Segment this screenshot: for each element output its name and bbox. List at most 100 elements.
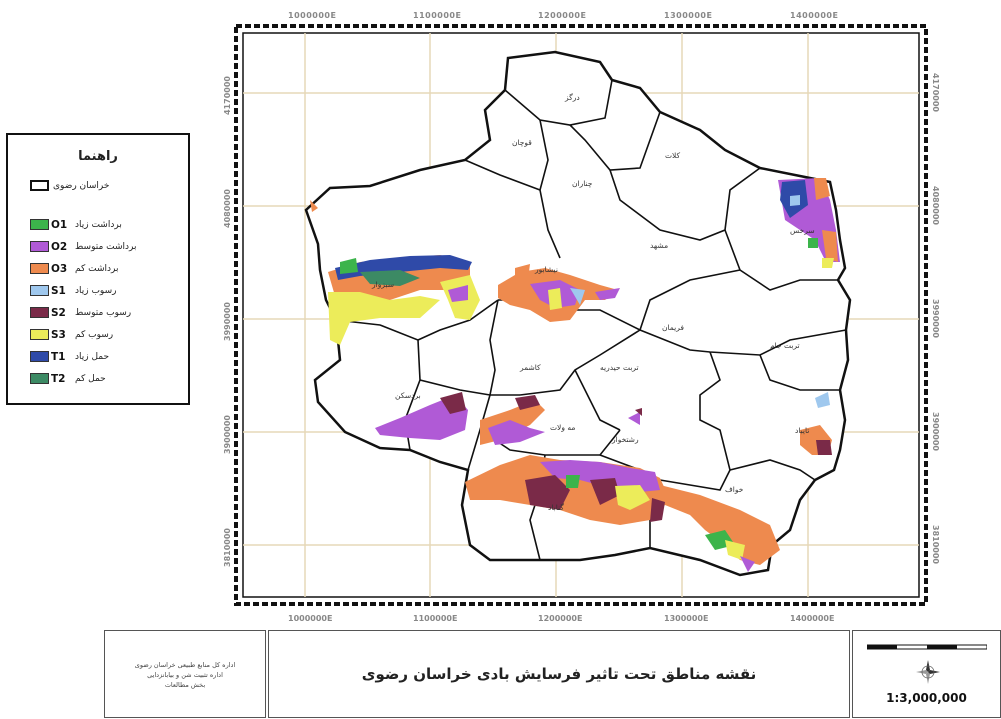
legend-code: T1 bbox=[51, 350, 66, 363]
place-label-quchan: قوچان bbox=[512, 138, 532, 147]
zone-o3-sarakhs-s bbox=[822, 230, 838, 262]
x-tick-top-2: 1100000E bbox=[413, 11, 461, 20]
x-tick-top-3: 1200000E bbox=[538, 11, 586, 20]
legend-code: S2 bbox=[51, 306, 66, 319]
y-tick-labels-right: 4170000 4080000 3990000 3900000 3810000 bbox=[931, 73, 940, 564]
zone-s3-gonabad bbox=[615, 485, 650, 510]
legend-label: حمل زیاد bbox=[75, 351, 110, 362]
x-tick-bottom-2: 1100000E bbox=[413, 614, 457, 623]
x-tick-labels-top: 1000000E 1100000E 1200000E 1300000E 1400… bbox=[288, 11, 838, 20]
zone-s2-taybad bbox=[816, 440, 832, 455]
neatline-inner bbox=[242, 32, 920, 598]
zone-s3-neyshabur bbox=[548, 288, 562, 310]
legend-code: O2 bbox=[51, 240, 68, 253]
legend-code: S3 bbox=[51, 328, 66, 341]
legend-swatch bbox=[30, 373, 49, 384]
zone-s3-sabzevar bbox=[328, 292, 440, 345]
y-tick-left-1: 4170000 bbox=[223, 76, 232, 115]
legend-code: O1 bbox=[51, 218, 68, 231]
north-arrow-icon bbox=[916, 660, 940, 684]
boundary-swatch bbox=[30, 180, 49, 191]
place-label-fariman: فریمان bbox=[662, 323, 684, 332]
place-label-sabzevar: سبزوار bbox=[371, 280, 394, 289]
legend-label: رسوب زیاد bbox=[75, 285, 117, 296]
scale-ratio: 1:3,000,000 bbox=[886, 691, 967, 705]
legend-swatch bbox=[30, 351, 49, 362]
legend-label: برداشت زیاد bbox=[75, 219, 122, 230]
zone-s2-gonabad-e bbox=[590, 478, 620, 505]
legend-label: برداشت کم bbox=[75, 263, 119, 274]
y-tick-right-2: 4080000 bbox=[931, 186, 940, 225]
legend-item-o1: O1 برداشت زیاد bbox=[30, 218, 122, 231]
zone-o1-sabzevar bbox=[340, 258, 358, 274]
legend-label: برداشت متوسط bbox=[75, 241, 137, 252]
zone-s2-gonabad bbox=[525, 475, 570, 510]
place-label-torbat-heydarieh: تربت حیدریه bbox=[600, 363, 639, 372]
zone-o1-sarakhs bbox=[808, 238, 818, 248]
legend-label: رسوب کم bbox=[75, 329, 114, 340]
place-label-kashmar: کاشمر bbox=[519, 363, 541, 372]
place-label-gonabad: گناباد bbox=[548, 503, 564, 512]
x-tick-bottom-1: 1000000E bbox=[288, 614, 332, 623]
place-label-mashhad: مشهد bbox=[650, 241, 668, 250]
legend-label: رسوب متوسط bbox=[75, 307, 132, 318]
y-tick-labels-left: 4170000 4080000 3990000 3900000 3810000 bbox=[223, 76, 232, 567]
place-label-bardaskan: بردسکن bbox=[395, 391, 421, 400]
zone-s3-sarakhs bbox=[822, 258, 834, 268]
place-label-dargaz: درگز bbox=[564, 93, 580, 102]
y-tick-left-4: 3900000 bbox=[223, 415, 232, 454]
org-line-1: اداره کل منابع طبیعی خراسان رضوی bbox=[134, 661, 236, 669]
x-tick-top-1: 1000000E bbox=[288, 11, 336, 20]
place-label-khaf: خواف bbox=[725, 485, 744, 494]
zone-o3-neyshabur-n bbox=[515, 264, 530, 284]
zone-o3-west bbox=[310, 200, 318, 212]
place-label-taybad: تایباد bbox=[795, 426, 809, 435]
legend-swatch bbox=[30, 241, 49, 252]
place-labels: درگز قوچان کلات چناران مشهد سرخس نیشابور… bbox=[371, 93, 815, 512]
place-label-mahvelat: مه ولات bbox=[550, 423, 575, 432]
zone-s2-roshtkhar bbox=[635, 408, 642, 416]
y-tick-left-3: 3990000 bbox=[223, 302, 232, 341]
legend-title: راهنما bbox=[78, 149, 118, 164]
place-label-sarakhs: سرخس bbox=[790, 226, 815, 235]
legend-item-o2: O2 برداشت متوسط bbox=[30, 240, 137, 253]
place-label-roshtkhar: رشتخوار bbox=[611, 435, 639, 444]
legend-swatch bbox=[30, 263, 49, 274]
legend-swatch bbox=[30, 285, 49, 296]
legend-item-o3: O3 برداشت کم bbox=[30, 262, 119, 275]
x-tick-bottom-3: 1200000E bbox=[538, 614, 582, 623]
legend-item-t2: T2 حمل کم bbox=[30, 372, 106, 385]
y-tick-right-4: 3900000 bbox=[931, 412, 940, 451]
zone-o2-gonabad bbox=[540, 460, 660, 492]
organization-box: اداره کل منابع طبیعی خراسان رضوی اداره ت… bbox=[104, 630, 266, 718]
legend-code: O3 bbox=[51, 262, 68, 275]
org-line-3: بخش مطالعات bbox=[164, 681, 206, 689]
y-tick-right-1: 4170000 bbox=[931, 73, 940, 112]
legend-swatch bbox=[30, 219, 49, 230]
place-label-kalat: کلات bbox=[665, 151, 681, 160]
zone-s2-kashmar bbox=[515, 395, 540, 410]
zone-o2-roshtkhar bbox=[628, 412, 640, 425]
zone-s2-bardaskan bbox=[440, 392, 466, 414]
x-tick-labels-bottom: 1000000E 1100000E 1200000E 1300000E 1400… bbox=[288, 614, 834, 623]
zone-t2-sabzevar bbox=[360, 270, 420, 286]
zone-o3-khaf bbox=[660, 485, 780, 565]
y-tick-left-2: 4080000 bbox=[223, 189, 232, 228]
zone-o1-gonabad bbox=[566, 475, 580, 488]
place-label-torbat-jam: تربت جام bbox=[770, 341, 800, 350]
legend-label: حمل کم bbox=[75, 373, 106, 384]
map-title: نقشه مناطق تحت تاثیر فرسایش بادی خراسان … bbox=[361, 665, 757, 683]
title-box: نقشه مناطق تحت تاثیر فرسایش بادی خراسان … bbox=[268, 630, 850, 718]
x-tick-bottom-5: 1400000E bbox=[790, 614, 834, 623]
legend-item-t1: T1 حمل زیاد bbox=[30, 350, 109, 363]
x-tick-bottom-4: 1300000E bbox=[664, 614, 708, 623]
legend-code: T2 bbox=[51, 372, 66, 385]
x-tick-top-5: 1400000E bbox=[790, 11, 838, 20]
neatline-outer bbox=[234, 24, 928, 606]
x-tick-top-4: 1300000E bbox=[664, 11, 712, 20]
zone-o3-sarakhs bbox=[814, 178, 830, 200]
